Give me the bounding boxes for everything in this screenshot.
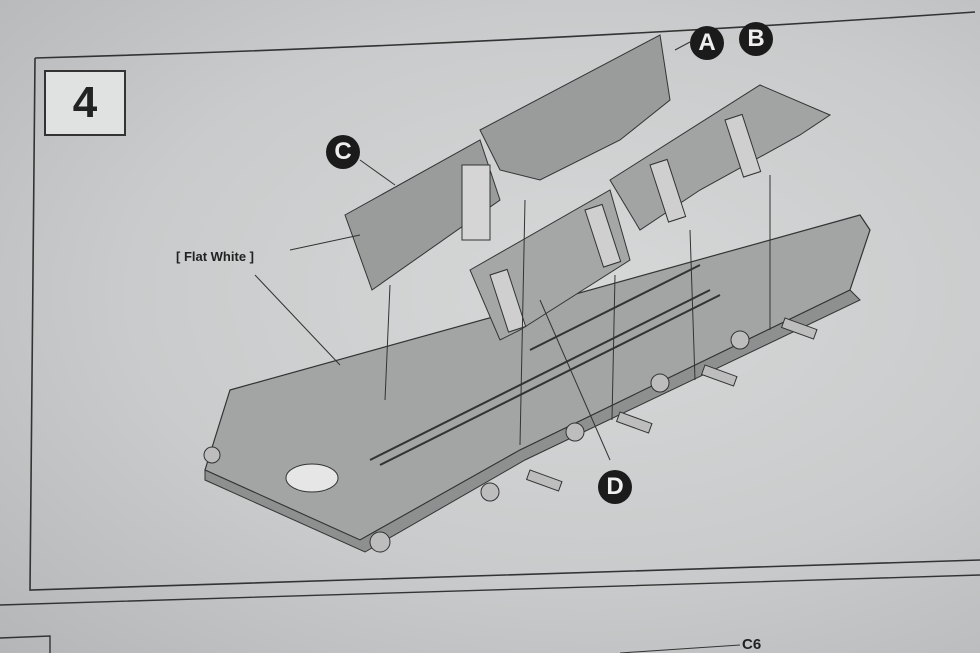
part-label-c6: C6	[742, 636, 762, 653]
floor-rails	[369, 264, 721, 466]
part-a-bulkhead	[479, 34, 671, 181]
callout-a: A	[690, 26, 724, 60]
suspension-arms	[203, 317, 818, 553]
hull-side	[204, 289, 861, 553]
callout-b: B	[739, 22, 773, 56]
leader-lines	[254, 41, 771, 653]
hatch-opening	[285, 463, 339, 493]
step-frame	[29, 11, 980, 591]
step-number: 4	[44, 70, 126, 136]
callout-c: C	[326, 135, 360, 169]
springs	[489, 113, 762, 333]
next-step-frame	[0, 574, 980, 653]
callout-d: D	[598, 470, 632, 504]
part-c-bulkhead	[344, 139, 501, 291]
paint-callout: [ Flat White ]	[176, 249, 254, 264]
shells	[461, 164, 491, 241]
